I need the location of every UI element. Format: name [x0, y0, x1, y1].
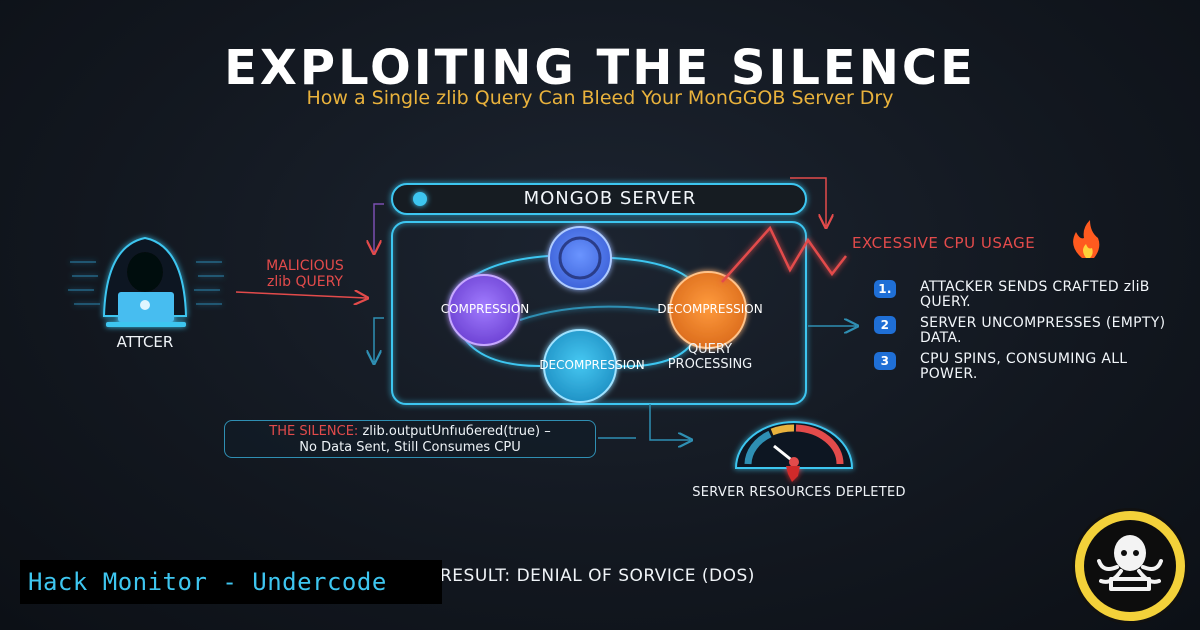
- top-node: [548, 226, 612, 290]
- step-text: CPU SPINS, CONSUMING ALL POWER.: [920, 351, 1128, 382]
- step-item: 3 CPU SPINS, CONSUMING ALL POWER.: [874, 352, 1174, 382]
- decompression-node-bottom: [543, 329, 617, 403]
- silence-code: zlib.outputUnfıuбered(true) –: [362, 424, 551, 439]
- compression-node: [448, 274, 520, 346]
- steps-list: 1. ATTACKER SENDS CRAFTED zliB QUERY. 2 …: [874, 280, 1174, 388]
- cpu-usage-label: EXCESSIVE CPU USAGE: [852, 234, 1036, 252]
- fire-icon: [1073, 220, 1100, 258]
- compression-label: COMPRESSION: [440, 302, 530, 316]
- server-frame: [391, 221, 807, 405]
- left-bracket-top: [374, 203, 384, 252]
- result-label: RESULT: DENIAL OF SORVICE (DOS): [440, 566, 755, 586]
- step-number: 3: [874, 352, 896, 370]
- octopus-logo-icon: [1072, 508, 1188, 624]
- server-header-pill: [391, 183, 807, 215]
- left-bracket-bottom: [374, 317, 384, 362]
- silence-line-1: THE SILENCE: zlib.outputUnfıuбered(true)…: [225, 424, 595, 440]
- resources-depleted-label: SERVER RESOURCES DEPLETED: [692, 485, 906, 500]
- query-processing-label: QUERY PROCESSING: [660, 342, 760, 372]
- decompression-bottom-label: DECOMPRESSION: [539, 358, 645, 372]
- step-text: ATTACKER SENDS CRAFTED zliB QUERY.: [920, 279, 1150, 310]
- silence-detail: No Data Sent, Still Consumes CPU: [299, 440, 521, 455]
- malicious-arrow: [235, 292, 366, 298]
- octopus-logo-graphic: [1084, 520, 1176, 612]
- step-number: 2: [874, 316, 896, 334]
- decompression-node-right: [669, 271, 747, 349]
- watermark-banner: Hack Monitor - Undercode: [20, 560, 442, 604]
- step-item: 2 SERVER UNCOMPRESSES (EMPTY) DATA.: [874, 316, 1174, 346]
- speedometer-gauge-icon: [734, 421, 854, 482]
- silence-box: THE SILENCE: zlib.outputUnfıuбered(true)…: [224, 420, 596, 458]
- cpu-spike-line: [721, 225, 847, 283]
- attacker-label: ATTCER: [116, 333, 174, 351]
- top-right-bracket: [790, 177, 826, 226]
- gauge-connector: [649, 404, 690, 440]
- step-item: 1. ATTACKER SENDS CRAFTED zliB QUERY.: [874, 280, 1174, 310]
- step-text: SERVER UNCOMPRESSES (EMPTY) DATA.: [920, 315, 1166, 346]
- step-number: 1.: [874, 280, 896, 298]
- page-subtitle: How a Single zlib Query Can Bleed Your M…: [306, 87, 894, 109]
- decompression-right-label: DECOMPRESSION: [657, 302, 763, 316]
- server-title: MONGOB SERVER: [523, 188, 697, 209]
- query-processing-line-2: PROCESSING: [667, 357, 753, 372]
- malicious-query-label: MALICIOUS zlib QUERY: [250, 258, 360, 290]
- malicious-query-line-2: zlib QUERY: [267, 274, 343, 290]
- query-processing-line-1: QUERY: [687, 342, 733, 357]
- hooded-hacker-icon: [68, 236, 224, 327]
- silence-label: THE SILENCE:: [269, 424, 359, 439]
- malicious-query-line-1: MALICIOUS: [266, 258, 344, 274]
- page-title: EXPLOITING THE SILENCE: [224, 40, 976, 96]
